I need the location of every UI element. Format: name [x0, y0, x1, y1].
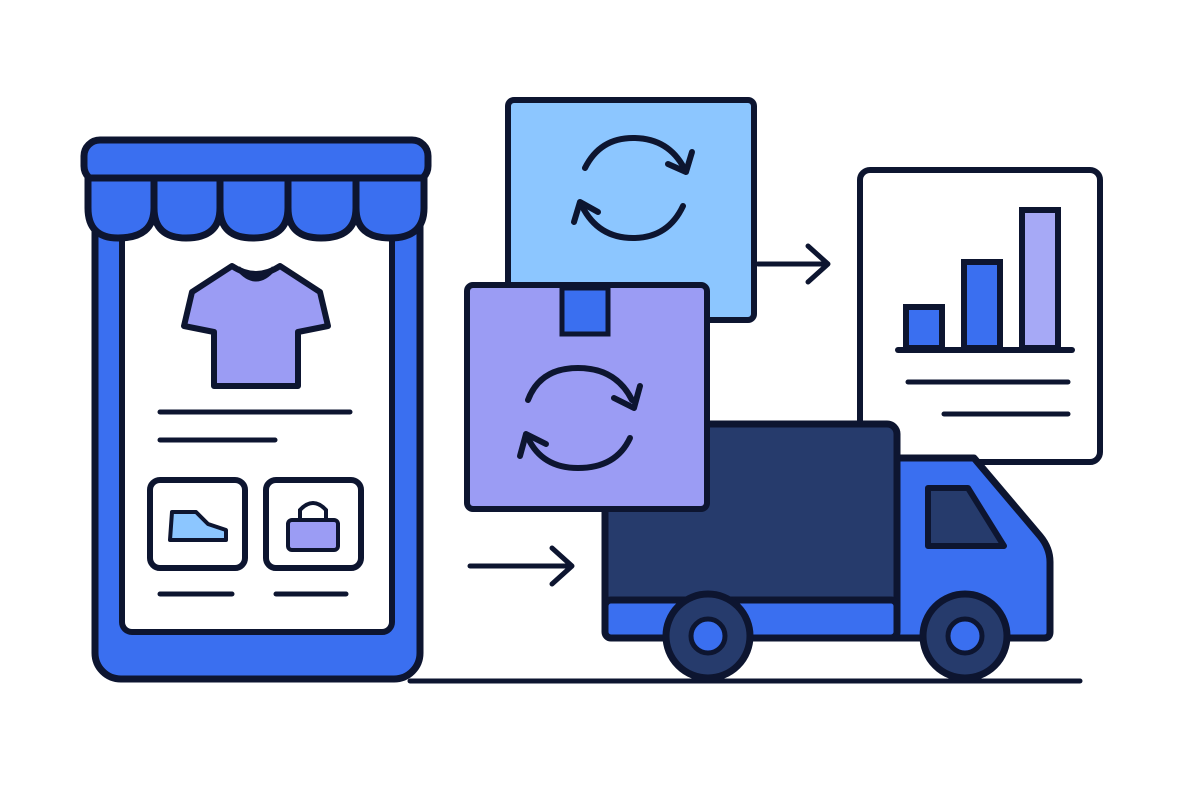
- chart-bar: [961, 259, 1003, 351]
- thumbnail-bag: [263, 477, 364, 571]
- truck-wheel-front: [919, 590, 1011, 682]
- package-box: [464, 282, 710, 512]
- arrow-right-icon: [755, 243, 831, 285]
- box-tape-icon: [559, 285, 611, 337]
- arrow-right-icon: [467, 545, 575, 587]
- bag-icon: [286, 501, 340, 552]
- awning-icon: [80, 136, 432, 242]
- storefront-phone: [80, 136, 432, 683]
- sync-icon: [517, 365, 643, 471]
- thumbnail-shoe: [147, 477, 248, 571]
- truck-icon: [601, 420, 1054, 682]
- truck-window: [925, 485, 1007, 549]
- shoe-icon: [168, 510, 228, 542]
- sync-icon: [571, 135, 695, 241]
- chart-bar: [903, 304, 945, 351]
- truck-wheel-rear: [662, 590, 754, 682]
- analytics-card: [857, 167, 1103, 465]
- chart-bar: [1019, 207, 1061, 351]
